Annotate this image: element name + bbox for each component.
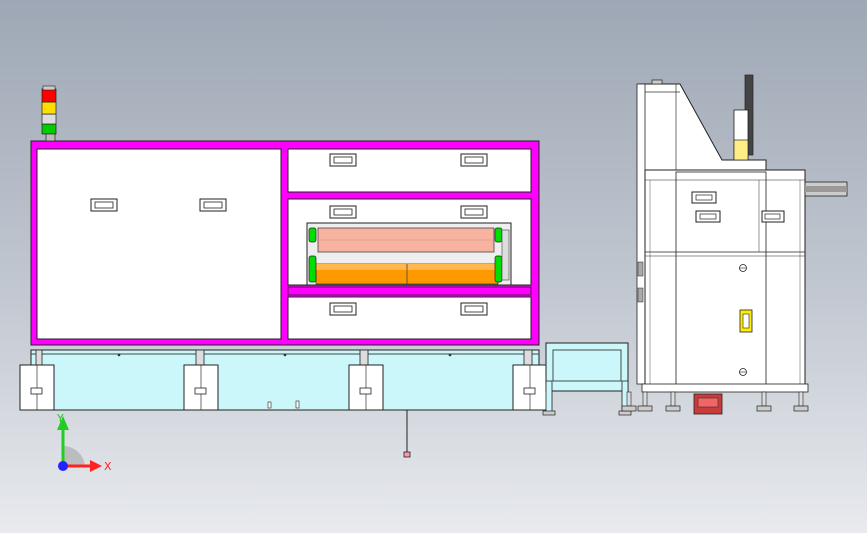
left-door[interactable] bbox=[36, 148, 282, 340]
foot-3 bbox=[348, 364, 384, 411]
top-drawer[interactable] bbox=[287, 148, 532, 193]
foot-4 bbox=[512, 364, 548, 411]
signal-tower bbox=[41, 85, 57, 142]
unloader-cabinet[interactable] bbox=[621, 74, 848, 415]
cabinet-handle-2[interactable] bbox=[695, 210, 721, 223]
foot-2 bbox=[183, 364, 219, 411]
roller-window bbox=[287, 198, 532, 286]
foot-1 bbox=[19, 364, 55, 411]
cabinet-handle-3[interactable] bbox=[761, 210, 785, 223]
printing-machine[interactable] bbox=[19, 85, 548, 458]
transfer-stand bbox=[542, 342, 632, 416]
triad-y-label: Y bbox=[56, 412, 64, 425]
coordinate-triad: Y X bbox=[56, 412, 112, 473]
cabinet-handle-1[interactable] bbox=[691, 191, 717, 204]
triad-x-label: X bbox=[104, 460, 112, 473]
machine-base bbox=[30, 349, 540, 411]
bottom-drawer[interactable] bbox=[287, 296, 532, 340]
